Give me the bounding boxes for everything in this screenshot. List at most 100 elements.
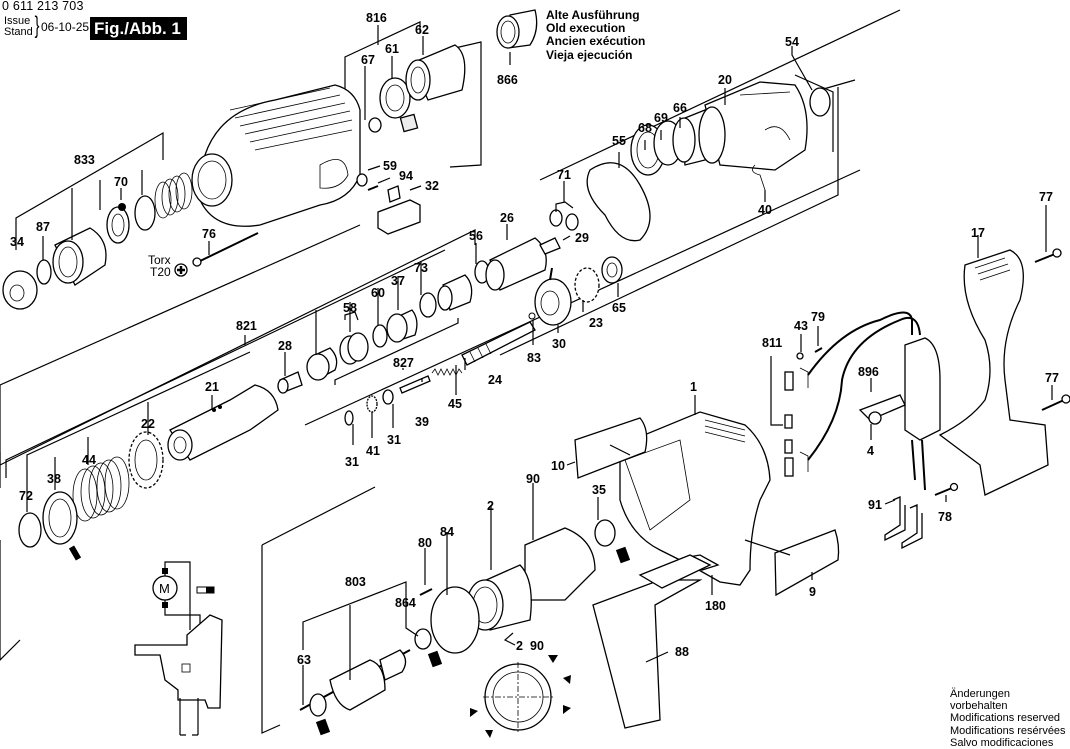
label-65: 65 (612, 301, 626, 315)
part-spring (154, 172, 193, 219)
label-90-a: 90 (526, 472, 540, 486)
label-20: 20 (718, 73, 732, 87)
label-91: 91 (868, 498, 882, 512)
label-28: 28 (278, 339, 292, 353)
part-34-cap (2, 270, 38, 310)
label-78: 78 (938, 510, 952, 524)
label-76: 76 (202, 227, 216, 241)
group-frame-hammer (0, 169, 861, 661)
torx-size: T20 (150, 265, 171, 279)
label-84: 84 (440, 525, 454, 539)
wiring-schematic: M (134, 561, 223, 736)
label-39: 39 (415, 415, 429, 429)
part-9-label (774, 529, 840, 597)
part-80-screw (419, 588, 433, 596)
label-70: 70 (114, 175, 128, 189)
part-26-cylinder (485, 237, 547, 291)
part-72-ring (18, 512, 42, 548)
label-54: 54 (785, 35, 799, 49)
torx-symbol (174, 263, 188, 277)
part-20-gear-housing (698, 81, 808, 171)
label-73: 73 (414, 261, 428, 275)
label-22: 22 (141, 417, 155, 431)
group-frame-motor (261, 486, 376, 734)
group-frame-brushes (539, 9, 901, 181)
label-77-b: 77 (1045, 371, 1059, 385)
part-803-armature (299, 649, 411, 736)
label-803: 803 (345, 575, 366, 589)
brace-symbol: } (34, 12, 40, 39)
part-65-bearing (601, 256, 623, 284)
part-37-sleeve (386, 309, 418, 343)
issue-label: Issue (4, 15, 31, 27)
part-59-oring (356, 173, 368, 187)
part-39-pin (399, 375, 431, 394)
part-71-rings (549, 209, 579, 231)
label-66: 66 (673, 101, 687, 115)
label-833: 833 (74, 153, 95, 167)
label-90-b: 90 (530, 639, 544, 653)
label-811: 811 (762, 336, 782, 350)
part-30-wobble-bearing (534, 267, 572, 326)
label-44: 44 (82, 453, 96, 467)
hammer-housing-part (191, 84, 361, 227)
part-67-sleeve (368, 117, 382, 133)
part-866-old-bearing (496, 9, 538, 65)
part-40-spring-clip (752, 164, 766, 191)
old-execution-de: Alte Ausführung (546, 8, 640, 22)
label-827: 827 (393, 356, 414, 370)
label-67: 67 (361, 53, 375, 67)
label-45: 45 (448, 397, 462, 411)
label-61: 61 (385, 42, 399, 56)
part-56-piston (437, 274, 473, 311)
part-88-cover (592, 554, 712, 729)
modifications-de: Änderungen vorbehalten (950, 688, 1010, 713)
part-833-sleeve (52, 227, 107, 286)
part-2-stator (466, 564, 532, 631)
part-10-label (574, 417, 648, 479)
part-77-screw-b (1041, 394, 1070, 411)
part-23-pinion (574, 267, 600, 303)
part-896-switch (858, 337, 941, 491)
label-2-a: 2 (487, 499, 494, 513)
part-60-oring (372, 324, 388, 348)
document-number: 0 611 213 703 (2, 0, 84, 13)
part-31-circlip-b (382, 389, 394, 405)
part-28-striker-pin (277, 371, 303, 394)
label-17: 17 (971, 226, 985, 240)
part-41-lockwasher (366, 395, 378, 413)
label-26: 26 (500, 211, 514, 225)
part-90-field-coil (524, 527, 596, 601)
part-73-ring (419, 292, 437, 318)
label-77-a: 77 (1039, 190, 1053, 204)
label-866: 866 (497, 73, 518, 87)
label-34: 34 (10, 235, 24, 249)
part-54-oring (809, 87, 831, 117)
label-1: 1 (690, 380, 697, 394)
label-35: 35 (592, 483, 606, 497)
label-31-a: 31 (345, 455, 359, 469)
label-59: 59 (383, 159, 397, 173)
stator-section-view (470, 655, 571, 738)
label-80: 80 (418, 536, 432, 550)
part-91-terminals (884, 496, 923, 550)
wiring (807, 311, 921, 461)
old-execution-fr: Ancien exécution (546, 34, 646, 49)
label-40: 40 (758, 203, 772, 217)
part-17-handle (938, 249, 1049, 496)
label-21: 21 (205, 380, 219, 394)
part-55-belt (586, 162, 651, 242)
label-29: 29 (575, 231, 589, 245)
part-61-ring (379, 77, 419, 133)
part-864-bearing (414, 628, 443, 668)
modifications-en: Modifications reserved (950, 712, 1061, 725)
part-22-gear (128, 431, 164, 489)
label-896: 896 (858, 365, 879, 379)
part-94-pin (367, 185, 379, 191)
part-43-holder (796, 352, 804, 360)
issue-stand-labels: Issue Stand (4, 16, 33, 38)
label-63: 63 (297, 653, 311, 667)
issue-date: 06-10-25 (41, 20, 90, 34)
part-washer (106, 206, 130, 244)
